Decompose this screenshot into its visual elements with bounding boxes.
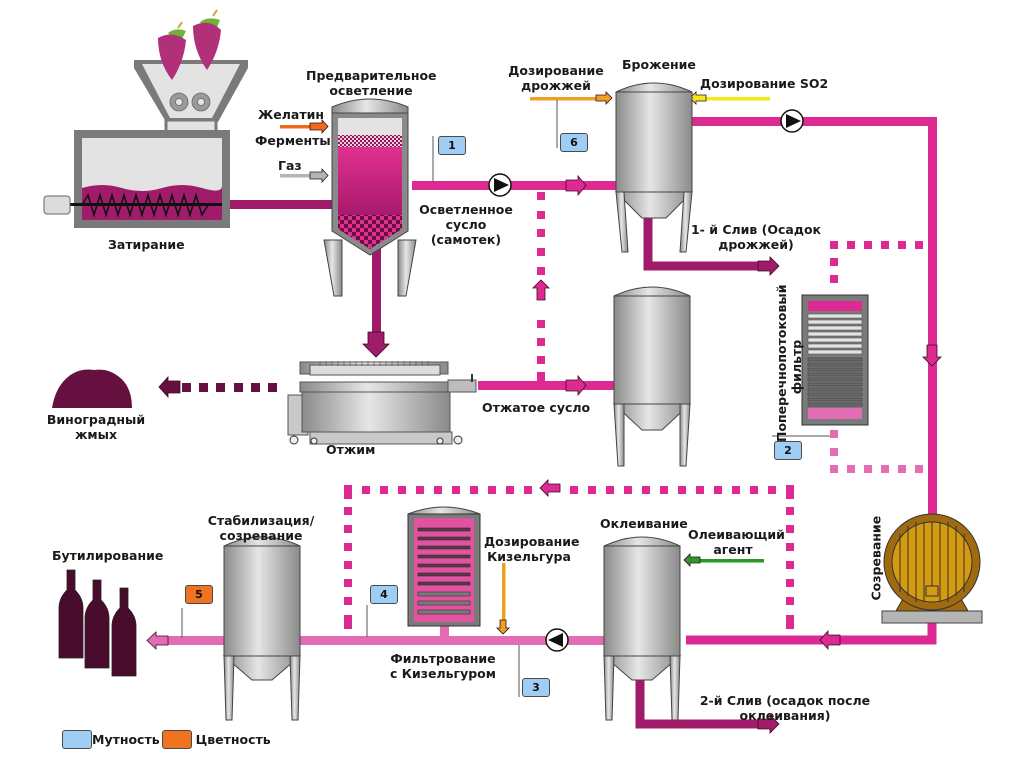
label-fining-agent: Олеивающий агент [688, 527, 785, 557]
fining-tank [602, 536, 682, 721]
label-kieselguhr-filtration: Фильтрование с Кизельгуром [390, 651, 496, 681]
label-enzymes: Ферменты [255, 133, 331, 148]
line-gelatin [280, 125, 320, 129]
pump-1 [488, 173, 512, 197]
sensor-badge-2: 2 [774, 441, 802, 460]
label-pressing: Отжим [326, 442, 376, 457]
label-maturation: Созревание [868, 515, 884, 601]
label-stabilization: Стабилизация/ созревание [207, 513, 315, 543]
sensor-badge-5: 5 [185, 585, 213, 604]
pump-2 [780, 109, 804, 133]
arrow-gelatin-icon [309, 118, 329, 135]
crusher-tank [43, 130, 230, 228]
grape-pomace-heap [52, 369, 132, 408]
arrow-pomace-left-icon [158, 375, 181, 399]
dotted-pipe-bypass [537, 192, 545, 382]
arrow-must-right-icon [565, 174, 587, 197]
arrow-second-racking-icon [757, 714, 780, 734]
pipe-filtered-wine [300, 636, 606, 645]
arrow-bottling-icon [146, 631, 169, 650]
arrow-fining-agent-icon [683, 553, 701, 567]
pipe-first-racking [643, 218, 760, 271]
arrow-recirc-left-icon [539, 479, 561, 497]
sensor-badge-3: 3 [522, 678, 550, 697]
pipe-second-racking [635, 668, 760, 729]
label-yeast-dosing: Дозирование дрожжей [508, 63, 604, 93]
line-yeast [530, 97, 600, 101]
arrow-first-racking-icon [757, 256, 780, 276]
legend-label-turbidity: Мутность [92, 732, 160, 747]
label-fermentation: Брожение [622, 57, 696, 72]
sensor-badge-4: 4 [370, 585, 398, 604]
pipe-right-riser [928, 117, 937, 522]
oak-barrel [881, 513, 983, 624]
arrow-bypass-up-icon [532, 279, 550, 301]
label-crossflow-filter: Поперечнопотоковый фильтр [774, 284, 804, 443]
pipe-clarified-must [412, 181, 616, 190]
pipe-crusher-to-clarifier [218, 200, 336, 209]
label-bottling: Бутилирование [52, 548, 164, 563]
line-kieselguhr [502, 563, 506, 621]
label-pomace: Виноградный жмых [46, 412, 146, 442]
label-crushing: Затирание [108, 237, 185, 252]
label-kieselguhr-dosing: Дозирование Кизельгура [484, 534, 580, 564]
arrow-riser-down-icon [922, 344, 942, 367]
label-clarified-must: Осветленное сусло (самотек) [419, 202, 513, 247]
label-gelatin: Желатин [258, 107, 325, 122]
label-pre-clarification: Предварительное осветление [306, 68, 437, 98]
label-pressed-must: Отжатое сусло [482, 400, 591, 415]
gear-icon [169, 92, 211, 112]
pipe-pressed-must [478, 381, 616, 390]
label-fining: Оклеивание [600, 516, 688, 531]
arrow-gas-icon [309, 167, 329, 184]
arrow-press-down-icon [362, 331, 390, 358]
dotted-pipe-recirculation [344, 485, 794, 629]
arrow-yeast-icon [595, 91, 613, 105]
fermentation-tank [614, 82, 694, 253]
label-gas: Газ [278, 158, 302, 173]
flow-arrows [146, 91, 942, 734]
crusher-hopper [134, 60, 248, 134]
line-gas [280, 174, 320, 178]
arrow-kieselguhr-icon [496, 619, 510, 635]
grapes-icon [158, 9, 221, 80]
dotted-pipe-pomace [182, 383, 277, 392]
legend: Мутность Цветность [62, 730, 271, 749]
pneumatic-press [287, 361, 477, 445]
arrow-pressed-must-icon [565, 374, 587, 397]
line-fining-agent [692, 559, 764, 563]
pipe-fermenter-out [688, 117, 936, 126]
stabilization-tank [222, 536, 302, 721]
label-first-racking: 1- й Слив (Осадок дрожжей) [690, 222, 822, 252]
dotted-pipe-crossflow-in [830, 241, 923, 283]
wine-bottles-icon [58, 569, 137, 677]
crossflow-filter [801, 294, 869, 426]
sensor-badge-1: 1 [438, 136, 466, 155]
sensor-badge-6: 6 [560, 133, 588, 152]
label-so2-dosing: Дозирование SO2 [700, 76, 829, 91]
pipe-kieselguhr-tap [440, 625, 449, 639]
kieselguhr-filter [407, 506, 481, 627]
arrow-barrel-left-icon [819, 629, 841, 651]
pressed-must-tank [612, 286, 692, 467]
dotted-pipe-crossflow-out [830, 430, 923, 473]
line-so2 [700, 97, 770, 101]
legend-swatch-turbidity [62, 730, 92, 749]
pre-clarifier-tank [323, 98, 417, 297]
legend-swatch-color [161, 730, 192, 749]
pipe-clarifier-to-press [372, 245, 381, 340]
arrow-so2-icon [689, 91, 707, 105]
pipe-to-bottling [162, 636, 224, 645]
pump-3 [545, 628, 569, 652]
label-second-racking: 2-й Слив (осадок после оклеивания) [699, 693, 871, 723]
legend-label-color: Цветность [195, 732, 271, 747]
sensor-leaders [181, 100, 830, 697]
